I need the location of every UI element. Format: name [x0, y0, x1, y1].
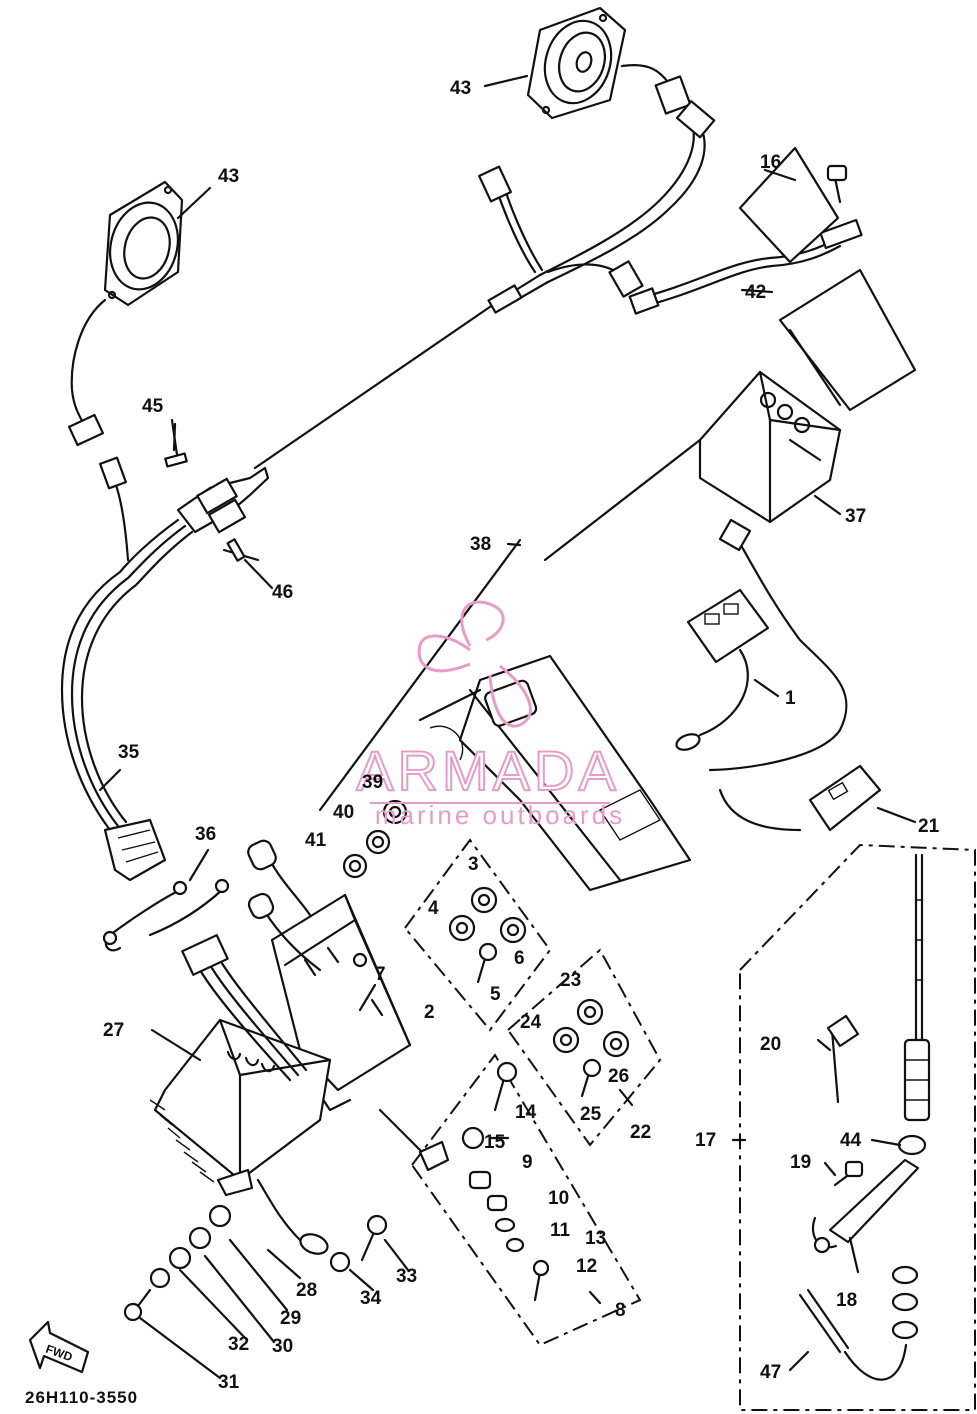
callout-15: 15: [484, 1132, 506, 1153]
callout-31: 31: [218, 1372, 240, 1393]
callout-44: 44: [840, 1130, 862, 1151]
callout-43-right: 43: [450, 78, 471, 99]
callout-13: 13: [585, 1228, 606, 1249]
callout-26: 26: [608, 1066, 629, 1087]
callout-20: 20: [760, 1034, 781, 1055]
rectifier-unit-7: [270, 893, 450, 1172]
callout-38: 38: [470, 534, 491, 555]
nut-group-2: [448, 886, 527, 984]
switch-21: [808, 764, 882, 832]
nut-group-22: [552, 998, 630, 1098]
watermark-tagline: marine outboards: [375, 800, 625, 830]
callout-19: 19: [790, 1152, 811, 1173]
callout-32: 32: [228, 1334, 249, 1355]
callout-12: 12: [576, 1256, 597, 1277]
drawing-code: 26H110-3550: [25, 1388, 138, 1407]
callout-6: 6: [514, 948, 525, 969]
speaker-right: [526, 6, 692, 120]
battery-tray-42: [778, 268, 917, 412]
callout-34: 34: [360, 1288, 382, 1309]
fastener-stack: [342, 799, 408, 879]
callout-46: 46: [272, 582, 293, 603]
callout-30: 30: [272, 1336, 293, 1357]
callout-2: 2: [424, 1002, 435, 1023]
callout-1: 1: [785, 688, 796, 709]
callout-36: 36: [195, 824, 216, 845]
callout-7: 7: [375, 964, 386, 985]
battery-bracket-16: [738, 146, 848, 264]
callout-9: 9: [522, 1152, 533, 1173]
callout-11: 11: [550, 1220, 571, 1241]
fwd-arrow: FWD: [28, 1320, 90, 1374]
cable-tie-46: [222, 538, 260, 562]
callout-10: 10: [548, 1188, 569, 1209]
antenna-17: [798, 853, 931, 1381]
callout-25: 25: [580, 1104, 602, 1125]
speaker-left: [67, 180, 184, 447]
callout-16: 16: [760, 152, 781, 173]
callout-41: 41: [305, 830, 327, 851]
callout-5: 5: [490, 984, 501, 1005]
callout-27: 27: [103, 1020, 124, 1041]
dash-group-22: [506, 948, 662, 1147]
washer-stack: [123, 1204, 388, 1322]
dash-group-2: [403, 838, 552, 1032]
callout-4: 4: [428, 898, 439, 919]
callout-45: 45: [142, 396, 164, 417]
dash-group-8: [410, 1053, 642, 1347]
brand-watermark: ARMADA marine outboards: [355, 600, 625, 830]
battery-37: [698, 370, 842, 524]
callout-40: 40: [333, 802, 354, 823]
callout-21: 21: [918, 816, 940, 837]
callout-8: 8: [615, 1300, 626, 1321]
callout-23: 23: [560, 970, 581, 991]
callout-28: 28: [296, 1280, 317, 1301]
callout-29: 29: [280, 1308, 301, 1329]
battery-cable: [708, 518, 848, 832]
callout-17: 17: [695, 1130, 716, 1151]
leader-lines: [98, 74, 917, 1380]
ground-lead-36: [102, 878, 230, 952]
fastener-group-8: [461, 1061, 550, 1302]
cable-tie-45: [164, 418, 188, 468]
callouts: 1 2 3 4 5 6 7 8 9 10 11 12 13 14 15 16 1…: [103, 78, 940, 1393]
main-switch-1: [675, 588, 770, 751]
callout-35: 35: [118, 742, 140, 763]
callout-43-left: 43: [218, 166, 239, 187]
callout-24: 24: [520, 1012, 542, 1033]
dash-group-17: [739, 843, 976, 1411]
callout-18: 18: [836, 1290, 857, 1311]
callout-47: 47: [760, 1362, 781, 1383]
callout-3: 3: [468, 854, 479, 875]
callout-33: 33: [396, 1266, 417, 1287]
callout-39: 39: [362, 772, 383, 793]
callout-42: 42: [745, 282, 766, 303]
propeller-logo: [417, 600, 532, 728]
watermark-brand: ARMADA: [356, 739, 620, 802]
callout-14: 14: [515, 1102, 537, 1123]
callout-22: 22: [630, 1122, 651, 1143]
wire-harness: [60, 100, 863, 882]
callout-37: 37: [845, 506, 866, 527]
